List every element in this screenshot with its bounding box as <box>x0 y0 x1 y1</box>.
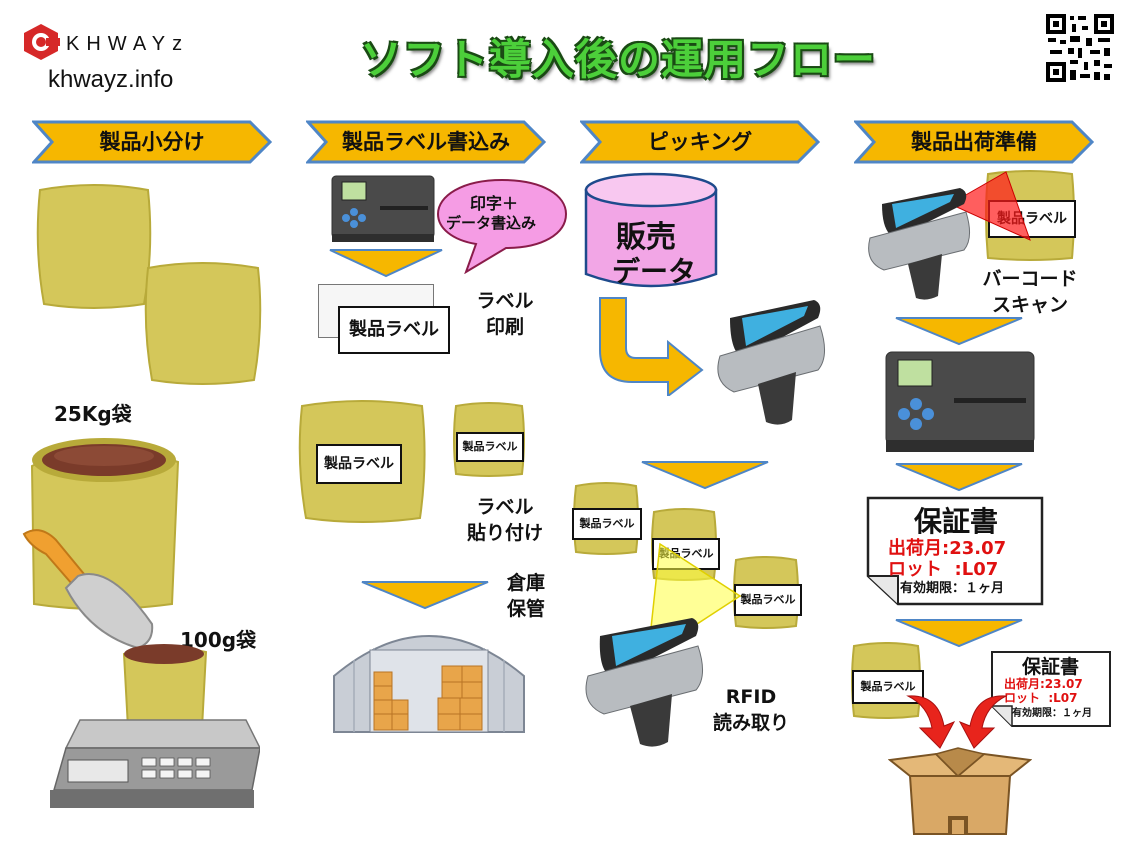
print-label-caption: ラベル 印刷 <box>470 288 540 340</box>
certificate-title: 保証書 <box>914 505 999 538</box>
handheld-scanner-icon <box>856 184 976 306</box>
product-label-tag: 製品ラベル <box>572 508 642 540</box>
storage-caption: 倉庫 保管 <box>496 570 556 622</box>
small-certificate-title: 保証書 <box>1022 656 1080 678</box>
down-arrow-icon <box>894 618 1024 652</box>
chevron-right-icon <box>306 120 546 164</box>
qr-code <box>1046 14 1114 82</box>
barcode-beam-icon <box>946 168 1036 252</box>
print-line-1: ラベル <box>476 290 534 312</box>
website-link[interactable]: khwayz.info <box>48 66 174 93</box>
brand-name: KHWAYz <box>66 33 190 55</box>
warranty-certificate-small <box>990 650 1114 734</box>
small-certificate-validity: 有効期限：１ヶ月 <box>1012 708 1092 719</box>
down-arrow-icon <box>328 248 444 282</box>
bubble-line-1: 印字＋ <box>470 194 519 213</box>
sales-database-icon <box>584 172 718 296</box>
step-label-subdivide: 製品小分け <box>99 130 205 154</box>
handheld-scanner-icon <box>566 614 712 754</box>
step-label-label-write: 製品ラベル書込み <box>342 130 510 154</box>
small-certificate-lot: ロット :L07 <box>1004 691 1078 705</box>
barcode-scan-caption: バーコード スキャン <box>978 266 1082 318</box>
stick-label-caption: ラベル 貼り付け <box>464 494 546 546</box>
down-arrow-icon <box>360 580 490 614</box>
store-line-1: 倉庫 <box>506 572 545 594</box>
logo-icon <box>24 24 60 60</box>
red-arrow-icon <box>904 690 964 754</box>
label-printer-icon <box>884 348 1036 458</box>
speech-bubble <box>436 178 568 278</box>
scan-line-1: バーコード <box>982 268 1078 290</box>
step-header-shipping: 製品出荷準備 <box>854 120 1094 164</box>
bag-icon <box>142 262 264 392</box>
page-title: ソフト導入後の運用フロー <box>360 35 877 84</box>
store-line-2: 保管 <box>506 598 545 620</box>
bag-icon <box>34 184 154 316</box>
down-arrow-icon <box>640 460 770 494</box>
scoop-icon <box>20 524 160 658</box>
chevron-right-icon <box>32 120 272 164</box>
rfid-line-2: 読み取り <box>712 712 789 734</box>
qr-code-icon <box>1046 14 1114 82</box>
step-header-subdivide: 製品小分け <box>32 120 272 164</box>
step-label-picking: ピッキング <box>647 130 753 154</box>
product-label-tag: 製品ラベル <box>456 432 524 462</box>
step-header-picking: ピッキング <box>580 120 820 164</box>
db-line-2: データ <box>612 255 697 288</box>
red-arrow-icon <box>950 690 1010 754</box>
step-header-label-write: 製品ラベル書込み <box>306 120 546 164</box>
print-line-2: 印刷 <box>485 316 524 338</box>
product-label-tag: 製品ラベル <box>338 306 450 354</box>
rfid-caption: RFID 読み取り <box>706 684 796 736</box>
bubble-line-2: データ書込み <box>446 214 537 232</box>
chevron-right-icon <box>854 120 1094 164</box>
rfid-line-1: RFID <box>725 686 777 708</box>
certificate-lot: ロット :L07 <box>888 559 999 580</box>
down-arrow-icon <box>894 462 1024 496</box>
label-printer-icon <box>330 172 436 248</box>
down-arrow-icon <box>894 316 1024 350</box>
warranty-certificate <box>866 496 1046 612</box>
warehouse-icon <box>330 616 528 738</box>
step-label-shipping: 製品出荷準備 <box>911 130 1037 154</box>
db-line-1: 販売 <box>616 220 676 255</box>
stick-line-2: 貼り付け <box>466 522 543 544</box>
scale-icon <box>46 640 262 816</box>
scan-line-2: スキャン <box>991 294 1068 316</box>
product-label-tag: 製品ラベル <box>316 444 402 484</box>
certificate-validity: 有効期限：１ヶ月 <box>900 581 1005 596</box>
chevron-right-icon <box>580 120 820 164</box>
stick-line-1: ラベル <box>476 496 534 518</box>
certificate-ship-month: 出荷月:23.07 <box>888 538 1007 559</box>
bag-25kg-label: 25Kg袋 <box>54 402 132 426</box>
small-certificate-ship-month: 出荷月:23.07 <box>1004 677 1083 691</box>
handheld-scanner-icon <box>700 296 830 432</box>
logo <box>22 24 60 60</box>
curved-arrow-icon <box>596 296 706 400</box>
cardboard-box-icon <box>887 746 1033 840</box>
